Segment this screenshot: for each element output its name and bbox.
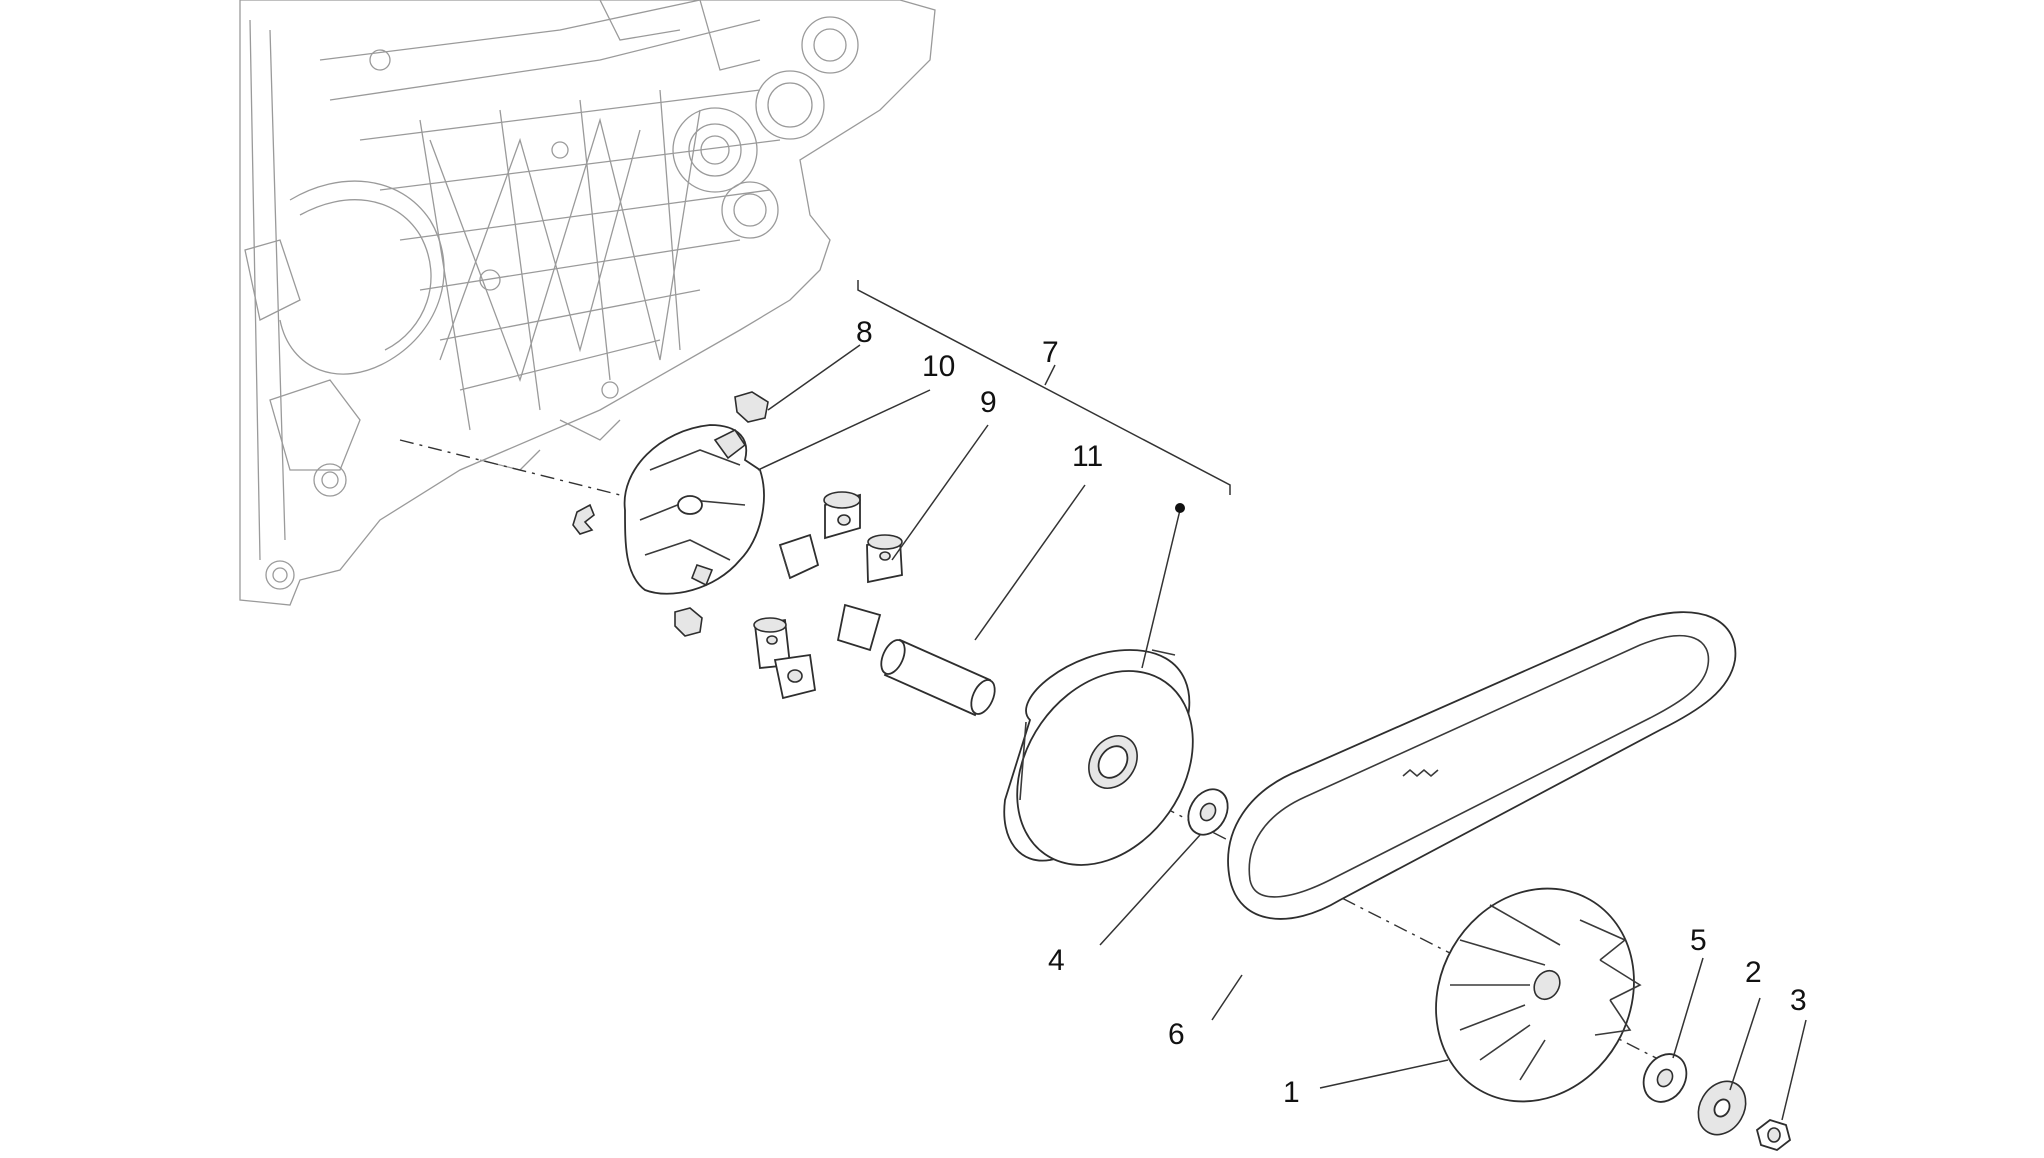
callout-5: 5 — [1690, 924, 1707, 957]
callout-1: 1 — [1283, 1076, 1300, 1109]
crankcase-housing — [239, 0, 936, 606]
leader-lines — [757, 344, 1807, 1121]
callout-numbers: 8 10 7 9 11 4 6 1 5 2 3 — [856, 316, 1807, 1109]
variator-pulley — [1003, 649, 1194, 866]
fan-pulley — [1435, 887, 1642, 1103]
flat-washer — [1642, 1053, 1688, 1103]
group-7-bracket — [857, 280, 1231, 495]
callout-11: 11 — [1072, 440, 1103, 473]
callout-10: 10 — [922, 350, 955, 383]
callout-9: 9 — [980, 386, 997, 419]
slider-piece — [572, 391, 769, 637]
callout-6: 6 — [1168, 1018, 1185, 1051]
callout-8: 8 — [856, 316, 873, 349]
assembly-axis — [399, 439, 641, 501]
roller-weights — [753, 491, 903, 700]
reference-dot — [1175, 503, 1185, 513]
ramp-plate — [623, 424, 765, 595]
washer — [1187, 788, 1229, 836]
callout-2: 2 — [1745, 956, 1762, 989]
callout-4: 4 — [1048, 944, 1065, 977]
hex-nut — [1755, 1119, 1792, 1151]
drive-belt — [1227, 611, 1737, 920]
callout-3: 3 — [1790, 984, 1807, 1017]
bushing-sleeve — [880, 638, 996, 717]
callout-7: 7 — [1042, 336, 1059, 369]
belleville-washer — [1697, 1080, 1747, 1136]
